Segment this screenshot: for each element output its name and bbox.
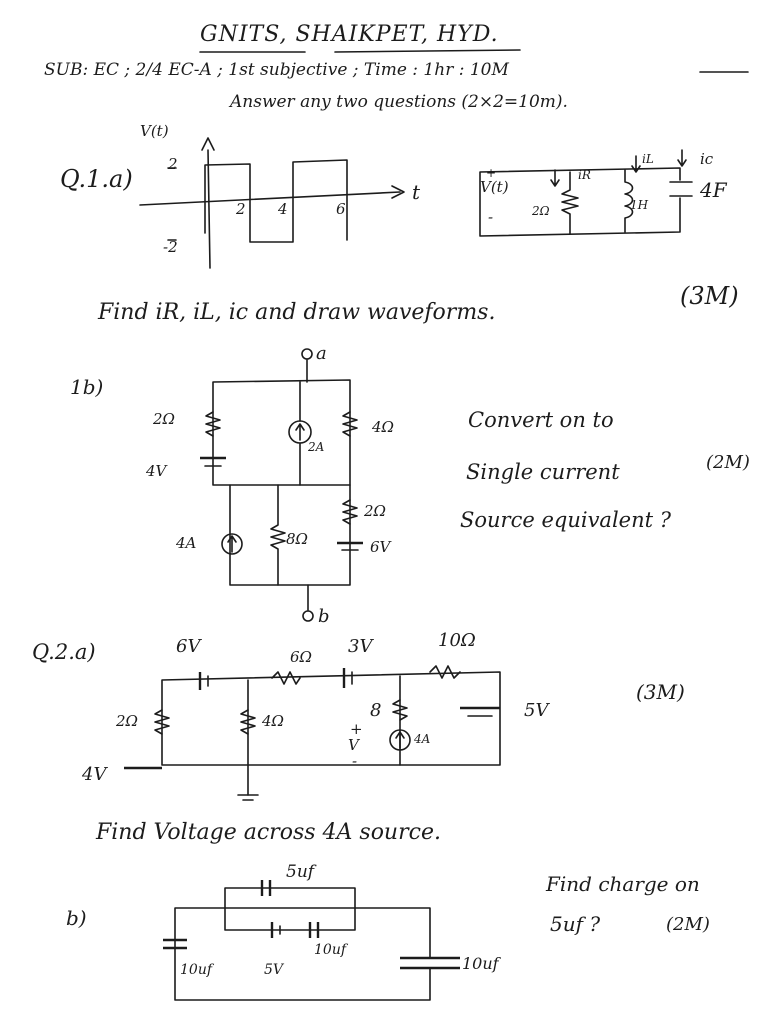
source-minus: - <box>488 208 494 226</box>
v1-label: 4V <box>146 462 167 480</box>
r2-label: 4Ω <box>372 418 394 436</box>
r6-label: 6Ω <box>290 648 312 666</box>
c10c-label: 10uf <box>462 954 499 973</box>
q1b-question-3: Source equivalent ? <box>460 508 671 532</box>
i2-label: 4A <box>176 534 197 552</box>
q1a-number: Q.1.a) <box>60 165 133 193</box>
q1a-question: Find iR, iL, ic and draw waveforms. <box>98 300 496 325</box>
page-title: GNITS, SHAIKPET, HYD. <box>200 22 499 47</box>
r4-2a-label: 4Ω <box>262 712 284 730</box>
l-label: 1H <box>630 198 649 212</box>
ir-label: iR <box>578 168 591 182</box>
circuit-2a <box>124 665 501 801</box>
rlc-circuit <box>479 149 693 237</box>
v6-label: 6V <box>176 636 201 657</box>
circuit-2b <box>163 880 460 1001</box>
q2b-question-1: Find charge on <box>546 872 700 896</box>
tick-pos: 2 <box>168 155 178 173</box>
q2a-number: Q.2.a) <box>32 640 96 664</box>
q2b-number: b) <box>66 906 87 930</box>
node-b: b <box>318 606 330 627</box>
q1b-number: 1b) <box>70 375 104 399</box>
tick-neg: -2 <box>163 238 178 256</box>
tick-t4: 4 <box>278 200 288 218</box>
v2-label: 6V <box>370 538 391 556</box>
i1-label: 2A <box>308 440 325 454</box>
tick-t6: 6 <box>336 200 346 218</box>
instructions: Answer any two questions (2×2=10m). <box>230 92 568 112</box>
r1-label: 2Ω <box>153 410 175 428</box>
c-label: 4F <box>700 178 727 202</box>
q1a-marks: (3M) <box>680 282 739 310</box>
v5-2b-label: 5V <box>264 962 284 978</box>
axis-x-label: t <box>412 180 421 204</box>
subject-line: SUB: EC ; 2/4 EC-A ; 1st subjective ; Ti… <box>44 60 509 80</box>
q2a-marks: (3M) <box>636 680 685 704</box>
c5-label: 5uf <box>286 862 315 882</box>
r10-label: 10Ω <box>438 630 476 651</box>
il-label: iL <box>642 152 654 166</box>
q2b-question-2: 5uf ? <box>550 912 601 936</box>
r-label: 2Ω <box>532 204 550 218</box>
v-plus: + <box>350 720 363 738</box>
v4-2a-label: 4V <box>82 764 107 785</box>
ic-label: ic <box>700 150 714 168</box>
r4-label: 2Ω <box>364 502 386 520</box>
circuit-1b <box>200 348 363 622</box>
v3-label: 3V <box>348 636 373 657</box>
c10a-label: 10uf <box>180 962 213 978</box>
r2-2a-label: 2Ω <box>116 712 138 730</box>
c10b-label: 10uf <box>314 942 347 958</box>
axis-y-label: V(t) <box>140 122 169 140</box>
node-a: a <box>316 343 327 364</box>
tick-t2: 2 <box>236 200 246 218</box>
q1b-question-2: Single current <box>466 460 620 484</box>
i4-label: 4A <box>414 732 431 746</box>
q1b-marks: (2M) <box>706 452 750 473</box>
r3-label: 8Ω <box>286 530 308 548</box>
r8-label: 8 <box>370 700 382 721</box>
q2a-question: Find Voltage across 4A source. <box>96 820 441 845</box>
v-symbol: V <box>348 736 359 754</box>
q1b-question-1: Convert on to <box>468 408 614 432</box>
v-minus: - <box>352 752 358 770</box>
source-label: V(t) <box>480 178 509 196</box>
q2b-marks: (2M) <box>666 914 710 935</box>
v5-label: 5V <box>524 700 549 721</box>
waveform-graph <box>139 137 405 269</box>
source-plus: + <box>486 166 497 180</box>
